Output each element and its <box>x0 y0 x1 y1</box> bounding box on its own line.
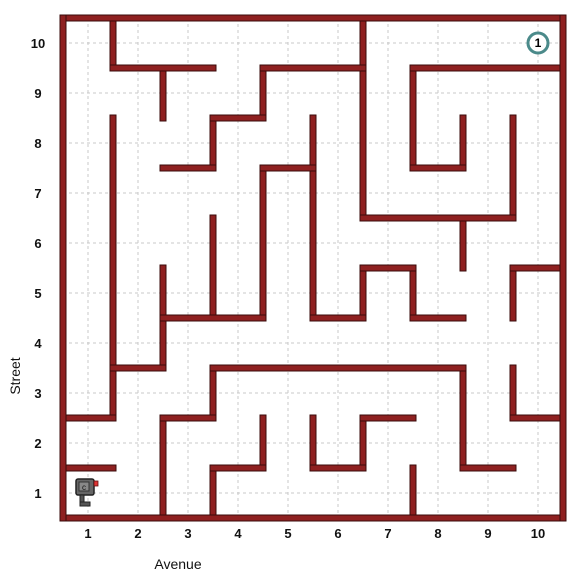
wall-segment <box>109 114 117 422</box>
world-border <box>59 14 567 522</box>
wall-segment <box>159 314 267 322</box>
wall-segment <box>359 414 417 422</box>
street-tick-label: 2 <box>34 436 41 451</box>
wall-segment <box>159 164 217 172</box>
street-tick-label: 5 <box>34 286 41 301</box>
wall-segment <box>109 14 117 72</box>
wall-segment <box>109 64 217 72</box>
wall-segment <box>459 364 467 472</box>
wall-segment <box>509 414 567 422</box>
goal-label: 1 <box>535 36 542 50</box>
wall-segment <box>259 64 267 122</box>
wall-segment <box>209 114 267 122</box>
wall-segment <box>409 314 467 322</box>
wall-segment <box>459 464 517 472</box>
wall-segment <box>459 214 467 272</box>
avenue-tick-label: 1 <box>84 526 91 541</box>
svg-text:c: c <box>82 483 86 492</box>
wall-segment <box>409 464 417 522</box>
wall-segment <box>259 64 367 72</box>
wall-segment <box>359 264 417 272</box>
avenue-tick-label: 3 <box>184 526 191 541</box>
wall-segment <box>409 264 417 322</box>
wall-segment <box>509 264 567 272</box>
wall-segment <box>309 114 317 322</box>
avenue-tick-label: 10 <box>531 526 545 541</box>
wall-segment <box>259 164 267 322</box>
wall-segment <box>409 64 567 72</box>
wall-segment <box>509 264 517 322</box>
wall-segment <box>509 364 517 422</box>
wall-segment <box>209 364 467 372</box>
street-tick-label: 1 <box>34 486 41 501</box>
wall-segment <box>209 114 217 172</box>
border-bottom <box>59 514 567 522</box>
wall-segment <box>309 464 367 472</box>
wall-segment <box>209 464 267 472</box>
street-tick-label: 9 <box>34 86 41 101</box>
wall-segment <box>259 164 317 172</box>
goal-marker: 1 <box>526 31 550 55</box>
grid <box>63 18 563 518</box>
wall-segment <box>159 64 167 122</box>
wall-segment <box>359 264 367 322</box>
avenue-tick-label: 6 <box>334 526 341 541</box>
street-ticks: 1 2 3 4 5 6 7 8 9 10 <box>31 36 45 501</box>
wall-segment <box>459 114 467 172</box>
avenue-tick-label: 4 <box>234 526 242 541</box>
avenue-tick-label: 9 <box>484 526 491 541</box>
street-tick-label: 7 <box>34 186 41 201</box>
wall-segment <box>359 14 367 222</box>
walls <box>59 14 567 522</box>
street-tick-label: 4 <box>34 336 42 351</box>
wall-segment <box>509 114 517 222</box>
wall-segment <box>209 364 217 422</box>
wall-segment <box>309 314 367 322</box>
wall-segment <box>159 414 167 522</box>
street-axis-title: Street <box>7 357 23 394</box>
wall-segment <box>209 214 217 322</box>
border-top <box>59 14 567 22</box>
wall-segment <box>409 64 417 172</box>
robot-icon[interactable]: c <box>75 478 99 507</box>
street-tick-label: 6 <box>34 236 41 251</box>
wall-segment <box>59 464 117 472</box>
wall-segment <box>109 364 167 372</box>
wall-segment <box>159 414 217 422</box>
wall-segment <box>259 414 267 472</box>
street-tick-label: 10 <box>31 36 45 51</box>
street-tick-label: 3 <box>34 386 41 401</box>
wall-segment <box>209 464 217 522</box>
goal-ring-icon <box>526 31 550 55</box>
border-right <box>559 14 567 522</box>
wall-segment <box>59 414 117 422</box>
avenue-tick-label: 2 <box>134 526 141 541</box>
wall-segment <box>359 414 367 472</box>
street-tick-label: 8 <box>34 136 41 151</box>
avenue-tick-label: 8 <box>434 526 441 541</box>
wall-segment <box>359 214 517 222</box>
avenue-tick-label: 7 <box>384 526 391 541</box>
avenue-tick-label: 5 <box>284 526 291 541</box>
wall-segment <box>309 414 317 472</box>
border-left <box>59 14 67 522</box>
wall-segment <box>409 164 467 172</box>
avenue-ticks: 1 2 3 4 5 6 7 8 9 10 <box>84 526 545 541</box>
avenue-axis-title: Avenue <box>154 556 201 572</box>
